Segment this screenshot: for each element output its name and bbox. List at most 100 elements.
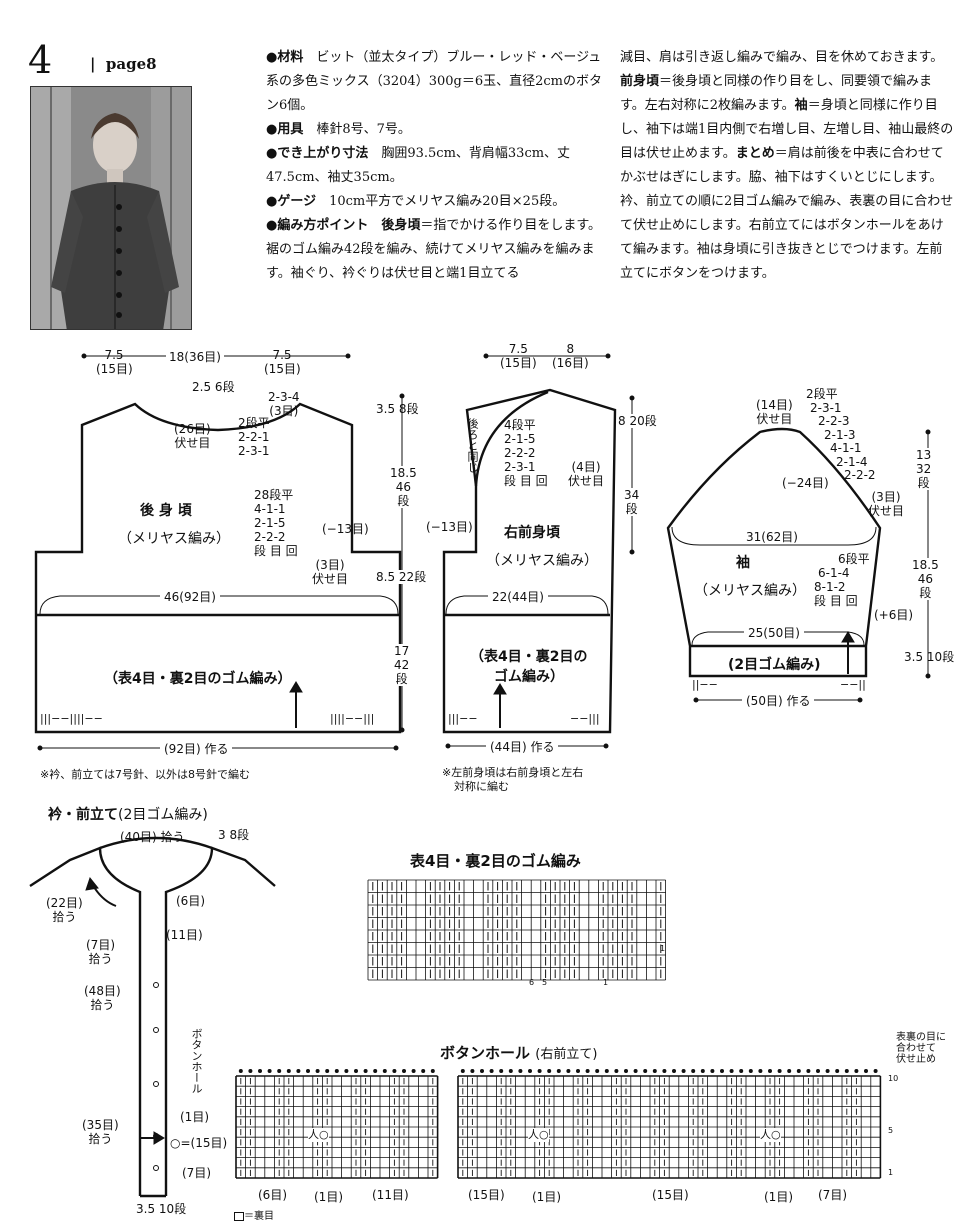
sleeve-vert-3: 3.5 10段 — [904, 650, 955, 664]
bh-row-10: 10 — [888, 1074, 899, 1083]
placket-1: (1目) — [180, 1110, 209, 1124]
collar-pick-48: (48目)拾う — [84, 984, 121, 1012]
collar-pick-top: (40目) 拾う — [120, 830, 185, 844]
vert-shoulder-slope: 3.5 8段 — [376, 402, 419, 416]
back-width: 46(92目) — [160, 590, 220, 604]
buttonhole-chart-note: 表裏の目に合わせて伏せ止め — [896, 1032, 946, 1065]
front-same-as-back: 後ろと同じ — [466, 418, 479, 473]
sleeve-edge-left: ||−− — [692, 678, 718, 691]
sleeve-rib-label: (2目ゴム編み) — [728, 657, 821, 673]
sleeve-subtitle: （メリヤス編み） — [694, 583, 806, 599]
front-title: 右前身頃 — [504, 525, 560, 541]
bh-mark-3: 人○ — [760, 1128, 781, 1142]
bh-bottom-6: (15目) — [652, 1188, 689, 1202]
sleeve-cap-total: (−24目) — [782, 476, 829, 490]
front-neck-bind-off: (4目)伏せ目 — [568, 460, 605, 488]
p2-text-2: ＝身頃と同様に作り目し、袖下は端1目内側で右増し目、左増し目、袖山最終の目は伏せ… — [620, 98, 954, 161]
bh-bottom-2: (1目) — [314, 1190, 343, 1204]
sleeve-title: 袖 — [736, 555, 750, 571]
p1-heading-2: ●でき上がり寸法 — [266, 146, 369, 161]
bh-bottom-3: (11目) — [372, 1188, 409, 1202]
placket-buttonhole-label: ボタンホール — [190, 1028, 203, 1094]
p1-heading-4: ●編み方ポイント 後身頃 — [266, 218, 421, 233]
back-cast-on: (92目) 作る — [160, 742, 233, 756]
front-vert-1: 8 20段 — [618, 414, 657, 428]
collar-pick-7: (7目)拾う — [86, 938, 115, 966]
bh-bottom-1: (6目) — [258, 1188, 287, 1202]
front-rib-label-2: ゴム編み） — [494, 669, 564, 685]
back-shoulder-short-rows: 2-3-4(3目) — [268, 390, 300, 418]
note-left-front: ※左前身頃は右前身頃と左右対称に編む — [442, 766, 584, 793]
bh-mark-1: 人○ — [308, 1128, 329, 1142]
model-photo — [30, 86, 192, 330]
p2-heading-2: 袖 — [794, 98, 808, 113]
back-top-right-width: 7.5(15目) — [264, 348, 301, 376]
back-top-mid-width: 18(36目) — [166, 350, 224, 364]
front-top-a: 7.5(15目) — [500, 342, 537, 370]
bh-bottom-8: (7目) — [818, 1188, 847, 1202]
p2-heading-3: まとめ — [735, 146, 775, 161]
page-reference: | page8 — [90, 55, 157, 73]
front-subtitle: （メリヤス編み） — [486, 553, 598, 569]
p1-heading-3: ●ゲージ — [266, 194, 317, 209]
placket-11: (11目) — [166, 928, 203, 942]
front-edge-right: −−||| — [570, 712, 600, 725]
rib-chart-col-6: 6 — [529, 978, 535, 987]
sleeve-top-bind-off: (14目)伏せ目 — [756, 398, 793, 426]
sleeve-increase-total: (+6目) — [874, 608, 914, 622]
sleeve-cast-on: (50目) 作る — [742, 694, 815, 708]
p2-heading-1: 前身頃 — [620, 74, 660, 89]
p1-text-3: 10cm平方でメリヤス編み20目×25段。 — [316, 194, 566, 209]
back-edge-right: ||||−−||| — [330, 712, 375, 725]
placket-bottom: 3.5 10段 — [136, 1202, 187, 1216]
bh-bottom-4: (15目) — [468, 1188, 505, 1202]
back-armhole-total: (−13目) — [322, 522, 369, 536]
pattern-number: 4 — [28, 38, 53, 82]
front-top-b: 8(16目) — [552, 342, 589, 370]
sleeve-wrist-width: 25(50目) — [744, 626, 804, 640]
rib-chart-row-1: 1 — [660, 944, 666, 953]
page-ref-text: page8 — [105, 55, 157, 73]
instructions-column-1: ●材料 ビット（並太タイプ）ブルー・レッド・ベージュ系の多色ミックス（3204）… — [266, 46, 604, 286]
p1-text-1: 棒針8号、7号。 — [303, 122, 411, 137]
bh-bottom-7: (1目) — [764, 1190, 793, 1204]
front-rib-label-1: （表4目・裏2目の — [470, 649, 588, 665]
p2-text-1: ＝後身頃と同様の作り目をし、同要領で編みます。左右対称に2枚編みます。 — [620, 74, 933, 113]
collar-height: 3 8段 — [218, 828, 250, 842]
rib-chart-title: 表4目・裏2目のゴム編み — [410, 852, 581, 870]
back-neck-depth: 2.5 6段 — [192, 380, 235, 394]
sleeve-width: 31(62目) — [742, 530, 802, 544]
p1-heading-0: ●材料 — [266, 50, 304, 65]
back-rib-label: （表4目・裏2目のゴム編み） — [104, 671, 292, 687]
placket-15: ○=(15目) — [170, 1136, 228, 1150]
note-needles: ※衿、前立ては7号針、以外は8号針で編む — [40, 768, 250, 781]
buttonhole-chart-title: ボタンホール (右前立て) — [440, 1044, 598, 1062]
front-edge-left: |||−− — [448, 712, 478, 725]
front-armhole-total: (−13目) — [426, 520, 473, 534]
back-edge-left: |||−−||||−− — [40, 712, 103, 725]
collar-pick-22: (22目)拾う — [46, 896, 83, 924]
p1-text-2: 胸囲93.5cm、背肩幅33cm、丈47.5cm、袖丈35cm。 — [266, 146, 571, 185]
p1-heading-1: ●用具 — [266, 122, 304, 137]
rib-chart-col-1: 1 — [603, 978, 609, 987]
p2-text-3: ＝肩は前後を中表に合わせてかぶせはぎにします。脇、袖下はすくいとじにします。衿、… — [620, 146, 954, 281]
collar-pick-35: (35目)拾う — [82, 1118, 119, 1146]
back-armhole-bind-off: (3目)伏せ目 — [312, 558, 349, 586]
bh-row-5: 5 — [888, 1126, 894, 1135]
back-title: 後 身 頃 — [140, 503, 192, 519]
back-subtitle: （メリヤス編み） — [118, 531, 230, 547]
back-top-left-width: 7.5(15目) — [96, 348, 133, 376]
sleeve-edge-right: −−|| — [840, 678, 866, 691]
vert-body-depth: 8.5 22段 — [376, 570, 427, 584]
instructions-column-2: 減目、肩は引き返し編みで編み、目を休めておきます。前身頃＝後身頃と同様の作り目を… — [620, 46, 954, 286]
p1-text-0: ビット（並太タイプ）ブルー・レッド・ベージュ系の多色ミックス（3204）300g… — [266, 50, 602, 113]
legend-box-icon — [234, 1211, 244, 1221]
